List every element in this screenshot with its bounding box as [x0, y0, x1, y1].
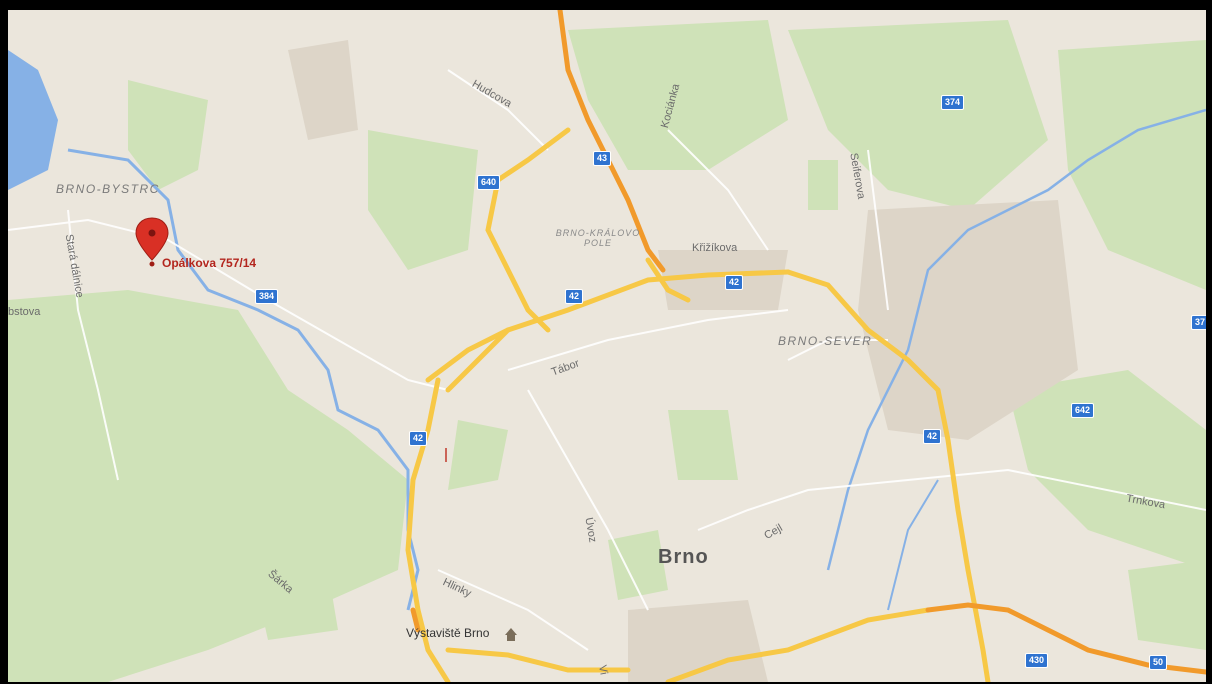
route-shield-642: 642: [1072, 404, 1094, 417]
poi-label-vystaviste[interactable]: Výstaviště Brno: [406, 626, 490, 640]
poi-icon: [505, 628, 517, 641]
route-shield-384: 384: [256, 290, 278, 303]
route-shield-37: 37: [1192, 316, 1206, 329]
city-label: Brno: [658, 546, 709, 568]
district-label-kralovo-pole: BRNO-KRÁLOVO POLE: [555, 228, 641, 248]
street-label-vi: Vi: [596, 664, 610, 676]
map-graphics: [8, 10, 1206, 682]
district-label-bystrc: BRNO-BYSTRC: [56, 182, 160, 196]
pin-address-label[interactable]: Opálkova 757/14: [162, 256, 257, 270]
route-shield-50: 50: [1150, 656, 1167, 669]
map-canvas[interactable]: BRNO-BYSTRC BRNO-SEVER BRNO-KRÁLOVO POLE…: [8, 10, 1206, 682]
route-shield-430: 430: [1026, 654, 1048, 667]
route-shield-42-c: 42: [410, 432, 427, 445]
route-shield-42-b: 42: [726, 276, 743, 289]
route-shield-42-d: 42: [924, 430, 941, 443]
route-shield-43: 43: [594, 152, 611, 165]
urban-areas: [288, 40, 1078, 682]
route-shield-374: 374: [942, 96, 964, 109]
street-label-krizikova: Křižíkova: [692, 242, 738, 254]
major-roads: [405, 127, 991, 682]
location-pin-icon: [135, 217, 169, 267]
route-shield-640: 640: [478, 176, 500, 189]
district-label-sever: BRNO-SEVER: [778, 334, 873, 348]
street-label-obstova: bstova: [8, 306, 41, 318]
park-areas: [8, 20, 1206, 682]
route-shield-42-a: 42: [566, 290, 583, 303]
